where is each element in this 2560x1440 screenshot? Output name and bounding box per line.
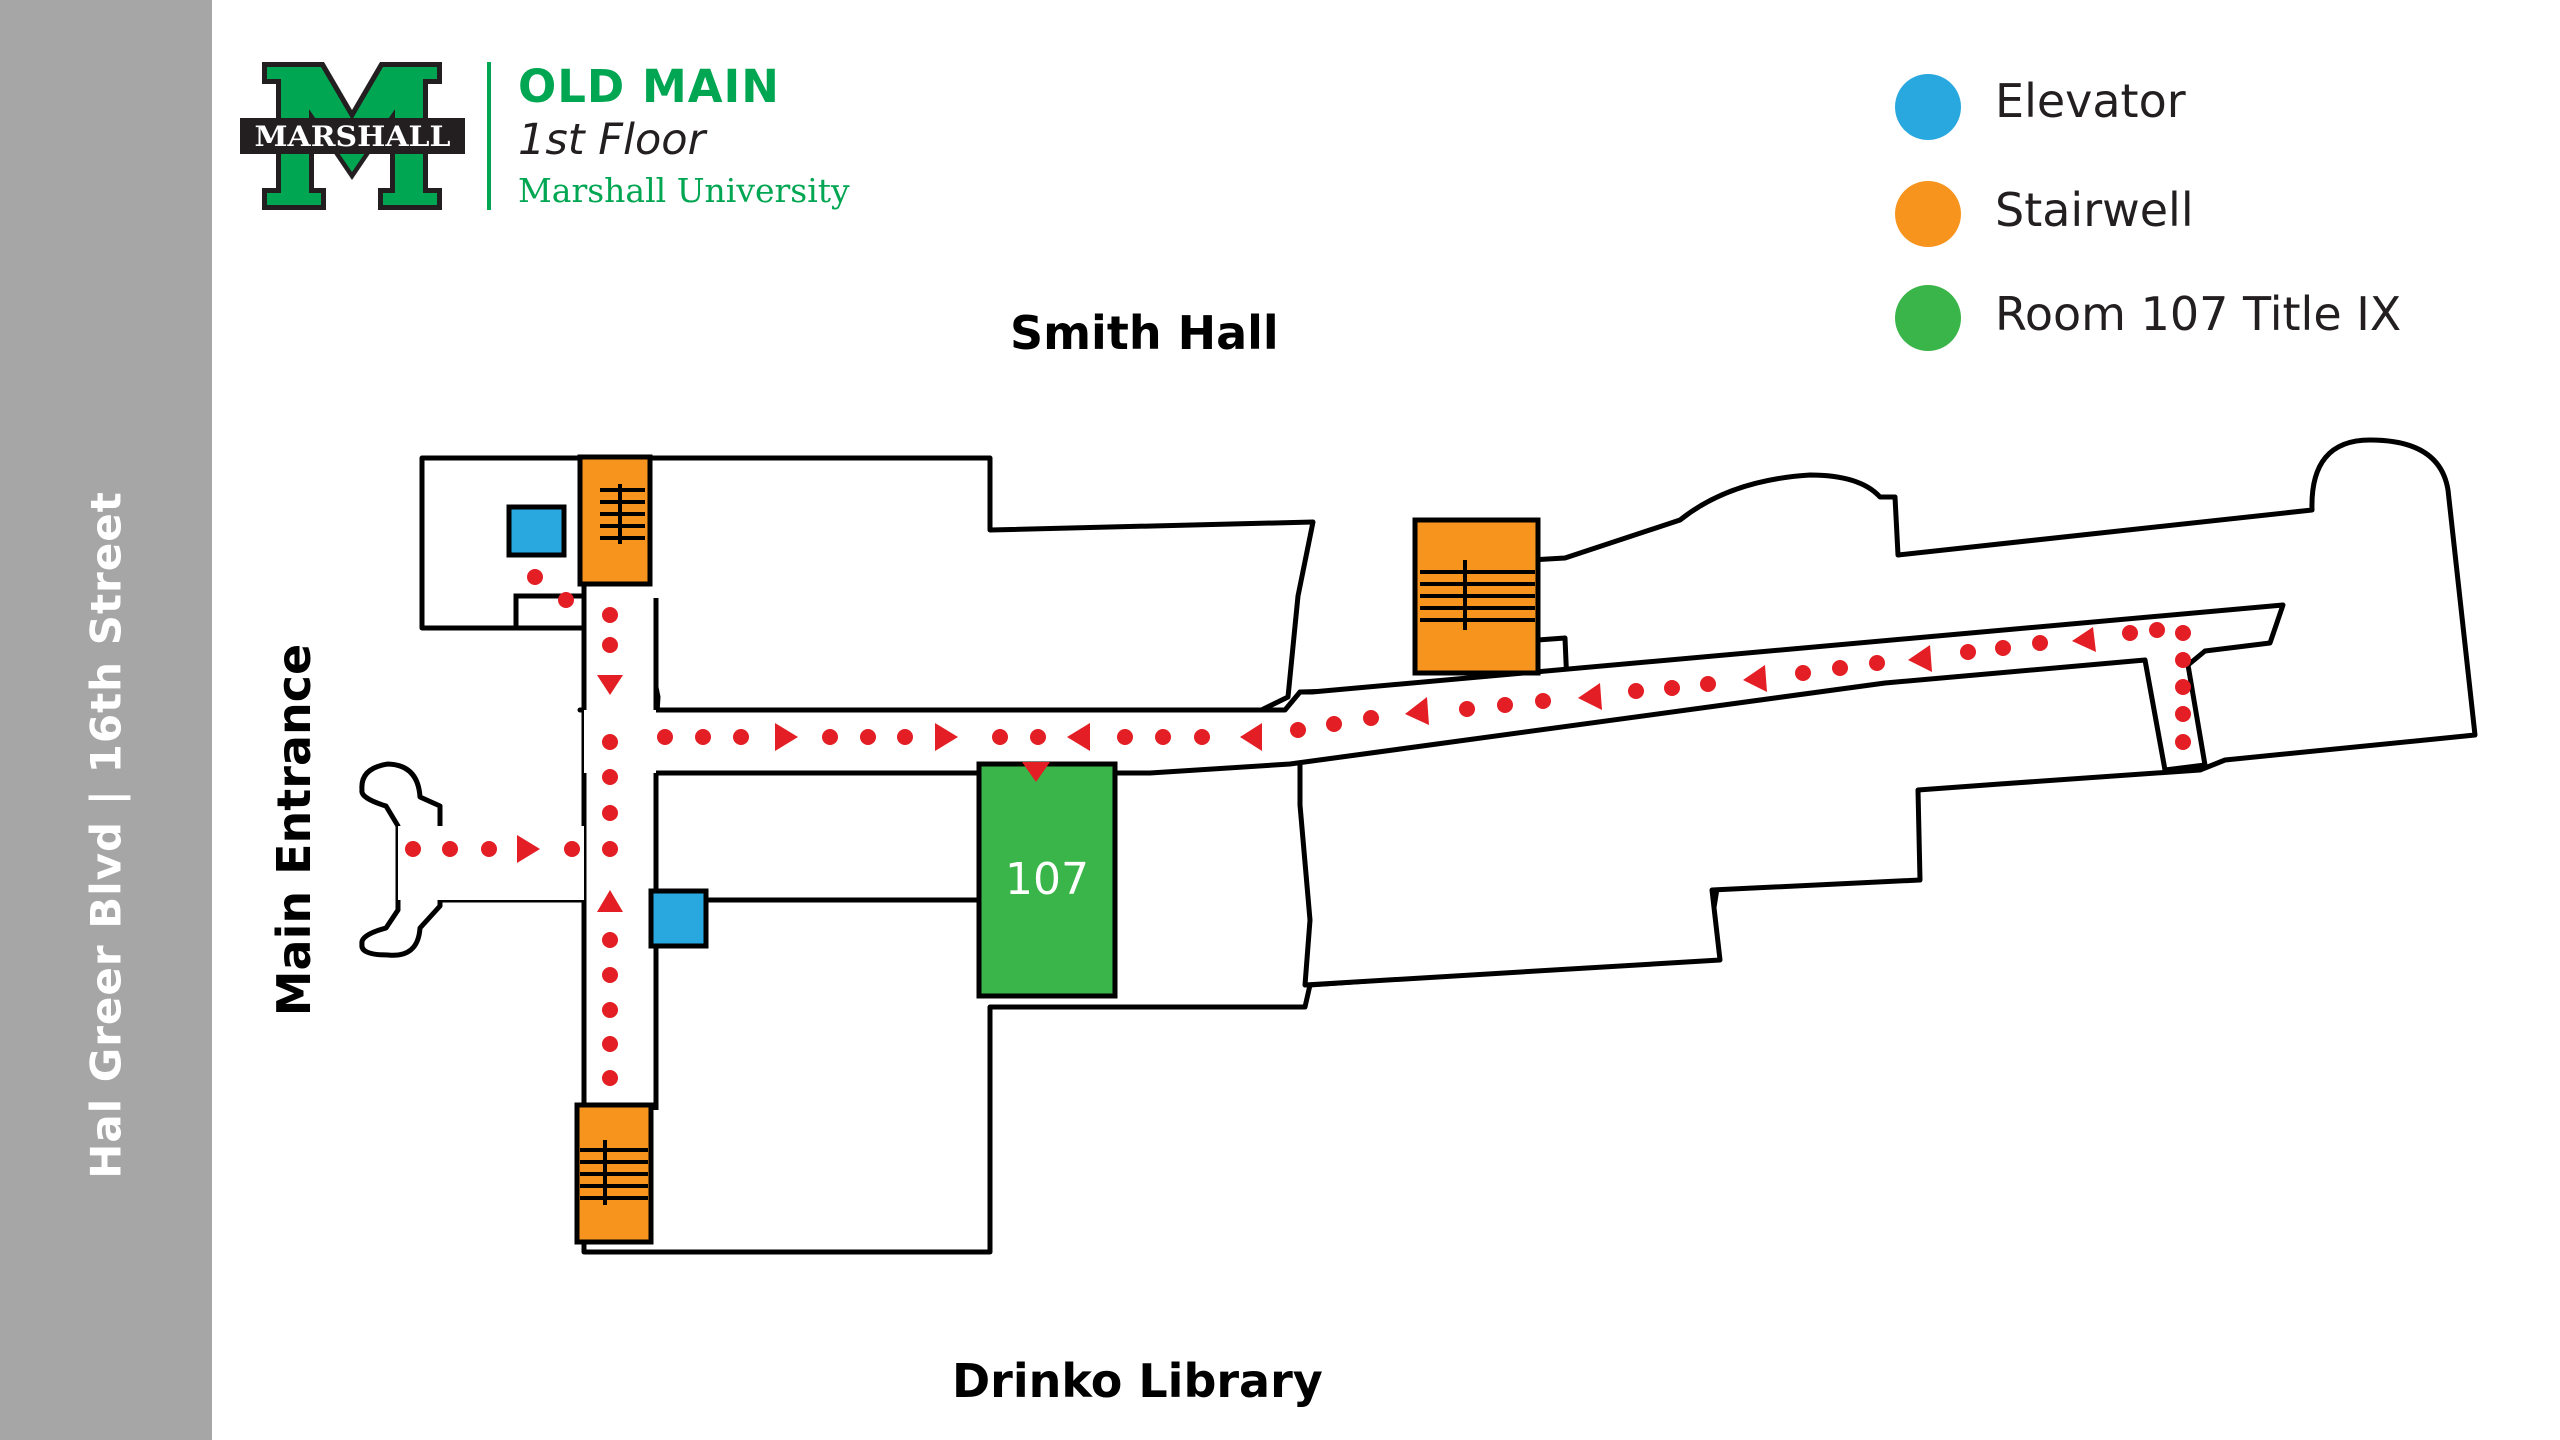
elevator-marker-icon [1895,74,1961,140]
logo-divider [487,62,491,210]
west-spine [584,560,656,1110]
route-path [405,569,2191,1086]
smith-hall-label: Smith Hall [1010,306,1279,360]
legend-elevator-label: Elevator [1995,74,2186,128]
logo-wordmark: MARSHALL [255,120,451,153]
stairwell-east [1412,517,1541,676]
university-name: Marshall University [518,171,850,210]
floor-name: 1st Floor [518,115,706,165]
street-band [0,0,212,1440]
stairwell-marker-icon [1895,181,1961,247]
room-107 [976,761,1118,999]
building-name: OLD MAIN [518,60,780,113]
room-107-label: 107 [1005,854,1089,905]
stairwell-south [574,1102,654,1245]
stairwell-north [577,454,653,587]
room-marker-icon [1895,285,1961,351]
drinko-library-label: Drinko Library [952,1354,1323,1408]
legend-stairwell-label: Stairwell [1995,183,2194,237]
marshall-logo: MARSHALL [240,62,465,210]
east-wing-outline [1297,437,2478,988]
elevator-south [648,888,709,949]
west-spine-walls [581,560,659,1110]
legend-room-label: Room 107 Title IX [1995,287,2402,341]
entrance-hall [398,826,584,900]
elevator-north [506,504,567,558]
